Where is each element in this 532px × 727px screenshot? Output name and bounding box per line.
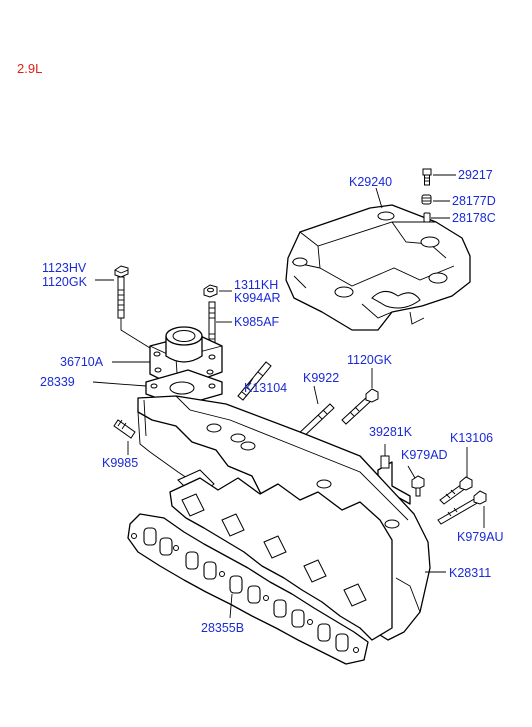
callout-28355b[interactable]: 28355B (201, 621, 244, 635)
callout-k979au[interactable]: K979AU (457, 530, 504, 544)
callout-28177d[interactable]: 28177D (452, 194, 496, 208)
callout-39281k[interactable]: 39281K (369, 425, 413, 439)
callout-29217[interactable]: 29217 (458, 168, 493, 182)
egr-bolt-1123hv[interactable] (114, 265, 129, 319)
callout-k994ar[interactable]: K994AR (234, 291, 281, 305)
callout-28339[interactable]: 28339 (40, 375, 75, 389)
bolt-k13106[interactable] (439, 476, 473, 505)
callout-k13104[interactable]: K13104 (244, 381, 287, 395)
manifold-gasket-28355b[interactable] (127, 513, 369, 665)
collar-28178c[interactable] (423, 212, 431, 223)
bolt-1120gk[interactable] (341, 388, 379, 425)
callout-k9922[interactable]: K9922 (303, 371, 339, 385)
callout-36710a[interactable]: 36710A (60, 355, 104, 369)
callout-1311kh[interactable]: 1311KH (234, 278, 278, 292)
callout-k29240[interactable]: K29240 (349, 175, 392, 189)
callout-k28311[interactable]: K28311 (449, 566, 491, 580)
cover-bolt-29217[interactable] (422, 168, 432, 186)
stud-k985af[interactable] (208, 301, 216, 345)
callout-1120gk-right[interactable]: 1120GK (347, 353, 393, 367)
callout-k13106[interactable]: K13106 (450, 431, 493, 445)
callout-1123hv[interactable]: 1123HV (42, 261, 87, 275)
exhaust-manifold[interactable] (137, 395, 431, 641)
engine-variant-label: 2.9L (17, 61, 42, 76)
heat-shield-cover[interactable] (285, 204, 471, 331)
nut-1311kh[interactable] (203, 284, 218, 298)
stud-k9985[interactable] (113, 419, 136, 439)
callout-k979ad[interactable]: K979AD (401, 448, 448, 462)
grommet-28177d[interactable] (421, 194, 432, 205)
leader-lines (92, 174, 485, 619)
callout-k985af[interactable]: K985AF (234, 315, 280, 329)
stud-k13104[interactable] (237, 361, 272, 401)
callout-28178c[interactable]: 28178C (452, 211, 496, 225)
callout-k9985[interactable]: K9985 (102, 456, 138, 470)
bolt-k979ad[interactable] (411, 475, 425, 497)
bolt-k979au[interactable] (437, 490, 487, 525)
callout-1120gk-upper[interactable]: 1120GK (42, 275, 88, 289)
